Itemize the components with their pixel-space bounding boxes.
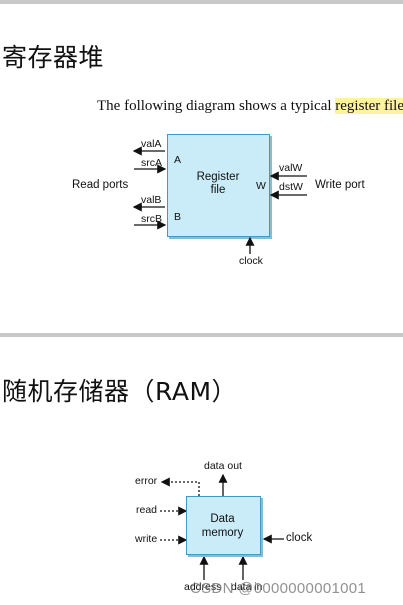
address-label: address: [184, 581, 222, 593]
data-memory-box-label: Data memory: [201, 513, 244, 539]
port-a-label: A: [174, 154, 182, 166]
error-arrow: [160, 477, 200, 496]
register-file-box: [167, 134, 270, 237]
error-label: error: [135, 475, 158, 487]
caption-highlight: register file: [335, 98, 403, 114]
data-out-label: data out: [204, 460, 242, 472]
clock-label-register: clock: [239, 255, 263, 267]
srcB-label: srcB: [141, 213, 162, 225]
valB-label: valB: [141, 194, 162, 206]
write-port-label: Write port: [315, 179, 365, 191]
register-file-box-label: Register file: [196, 171, 240, 196]
register-file-caption: The following diagram shows a typical re…: [97, 98, 403, 115]
srcA-label: srcA: [141, 157, 162, 169]
csdn-watermark: CSDN @0000000001001: [190, 580, 367, 597]
top-divider: [0, 0, 403, 4]
read-label: read: [136, 504, 158, 516]
valW-label: valW: [279, 162, 303, 174]
section-title-ram: 随机存储器（RAM）: [2, 377, 238, 406]
data-in-label: data in: [231, 581, 263, 593]
port-b-label: B: [174, 211, 182, 223]
port-w-label: W: [256, 180, 266, 192]
caption-text: The following diagram shows a typical: [97, 98, 336, 114]
valA-label: valA: [141, 138, 162, 150]
clock-label-memory: clock: [286, 532, 313, 544]
write-label: write: [135, 533, 158, 545]
data-memory-box: [186, 496, 261, 555]
section-title-register-file: 寄存器堆: [2, 43, 105, 72]
dstW-label: dstW: [279, 181, 303, 193]
middle-divider: [0, 333, 403, 337]
read-ports-label: Read ports: [72, 179, 129, 191]
